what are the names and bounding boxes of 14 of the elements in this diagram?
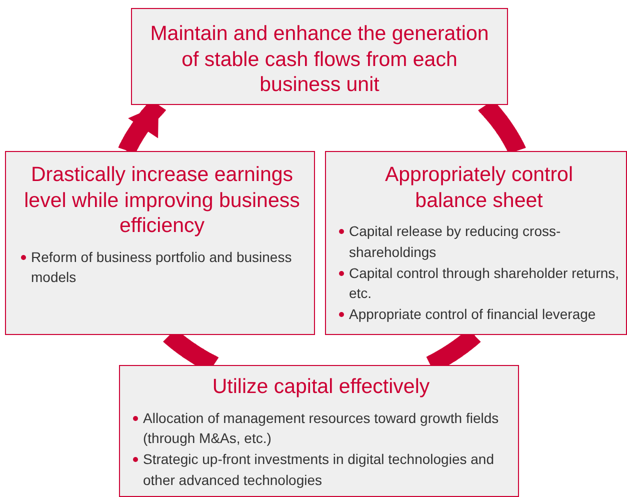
box-heading: Drastically increase earnings level while improving business efficiency xyxy=(23,162,301,239)
bullet-item: Reform of business portfolio and business models xyxy=(20,246,304,288)
strategy-box xyxy=(325,151,627,335)
box-heading: Appropriately control balance sheet xyxy=(384,162,574,214)
box-heading: Maintain and enhance the generation of stable cash flows from each business unit xyxy=(149,21,490,98)
strategy-box xyxy=(119,365,519,497)
strategy-box xyxy=(5,151,315,335)
bullet-item: Strategic up-front investments in digital technologies and other advanced technologies xyxy=(132,449,510,490)
bullet-item: Allocation of management resources toward growth fields (through M&As, etc.) xyxy=(132,408,510,448)
bullet-item: Appropriate control of financial leverage xyxy=(338,304,620,325)
bullet-item: Capital release by reducing cross-shareholdings xyxy=(338,221,620,262)
box-heading: Utilize capital effectively xyxy=(211,374,431,400)
strategy-box xyxy=(131,8,508,105)
bullet-item: Capital control through shareholder returns, etc. xyxy=(338,262,620,304)
